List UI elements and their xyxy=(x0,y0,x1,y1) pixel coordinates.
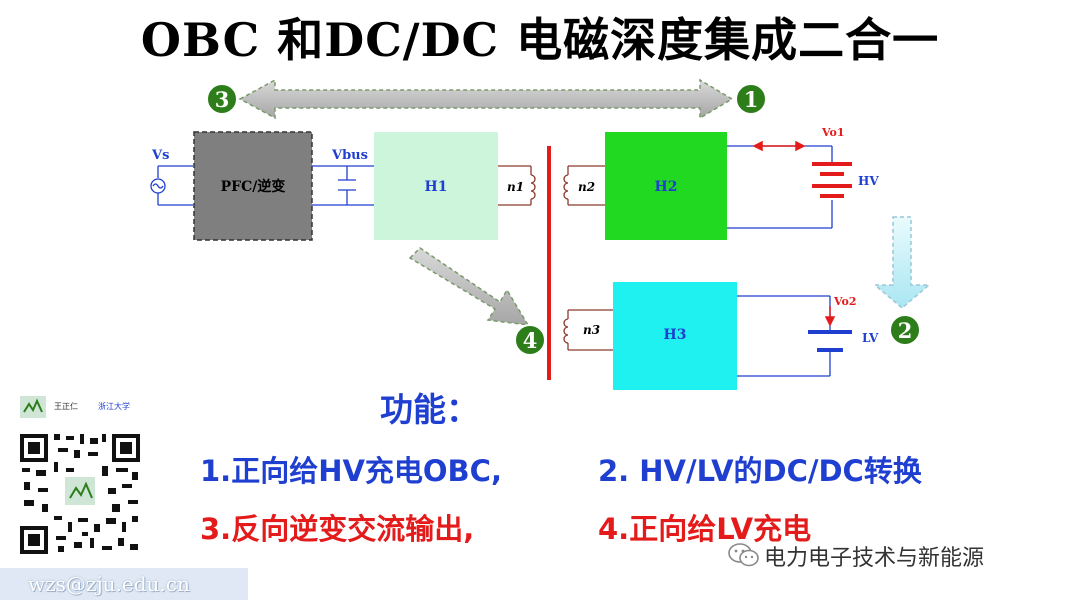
vs-label: Vs xyxy=(151,148,169,163)
hv-label: HV xyxy=(858,174,879,188)
vo2-arrow-icon xyxy=(824,306,836,327)
down-arrow-icon xyxy=(872,216,932,309)
h1-label: H1 xyxy=(425,179,448,195)
diagonal-arrow-icon xyxy=(408,247,530,326)
function-item-3: 3.反向逆变交流输出, xyxy=(200,512,475,546)
h3-label: H3 xyxy=(664,327,687,343)
ac-source-icon xyxy=(150,165,193,206)
svg-text:1: 1 xyxy=(744,87,759,112)
n3-label: n3 xyxy=(583,323,600,337)
qr-code-icon xyxy=(18,396,142,556)
h2-label: H2 xyxy=(655,179,678,195)
lv-label: LV xyxy=(862,331,879,345)
vo2-label: Vo2 xyxy=(833,295,857,308)
bus-capacitor-icon xyxy=(312,165,374,206)
qr-author-name: 王正仁 xyxy=(54,402,78,411)
double-arrow-icon xyxy=(238,78,734,120)
marker-3: 3 xyxy=(206,83,238,115)
marker-4: 4 xyxy=(514,324,546,356)
n1-label: n1 xyxy=(507,180,524,194)
svg-text:2: 2 xyxy=(898,318,913,343)
hv-battery-icon xyxy=(812,162,852,198)
h2-block xyxy=(605,132,727,240)
n1-winding-icon xyxy=(498,165,536,206)
vbus-label: Vbus xyxy=(331,148,368,163)
watermark-text: 电力电子技术与新能源 xyxy=(764,546,985,571)
svg-text:3: 3 xyxy=(215,87,230,112)
marker-1: 1 xyxy=(735,83,767,115)
function-item-4: 4.正向给LV充电 xyxy=(598,512,812,546)
n2-label: n2 xyxy=(578,180,595,194)
lv-battery-icon xyxy=(808,330,852,352)
lv-output-wires xyxy=(737,295,831,377)
vo1-label: Vo1 xyxy=(821,126,845,139)
page-title: OBC 和DC/DC 电磁深度集成二合一 xyxy=(140,13,940,67)
pfc-label: PFC/逆变 xyxy=(221,178,286,195)
qr-card xyxy=(18,396,148,556)
n2-winding-icon xyxy=(563,165,605,206)
svg-text:4: 4 xyxy=(523,328,538,353)
function-item-1: 1.正向给HV充电OBC, xyxy=(200,454,502,488)
email-text: wzs@zju.edu.cn xyxy=(28,572,190,596)
wechat-icon xyxy=(728,543,759,567)
email-banner xyxy=(0,568,248,600)
pfc-block xyxy=(193,131,313,241)
function-item-2: 2. HV/LV的DC/DC转换 xyxy=(598,454,922,488)
marker-2: 2 xyxy=(889,314,921,346)
vo1-arrow-icon xyxy=(752,140,806,152)
qr-organization: 浙江大学 xyxy=(98,402,130,411)
functions-heading: 功能： xyxy=(380,390,479,429)
h1-block xyxy=(374,132,498,240)
n3-winding-icon xyxy=(563,309,613,351)
h3-block xyxy=(613,282,737,390)
